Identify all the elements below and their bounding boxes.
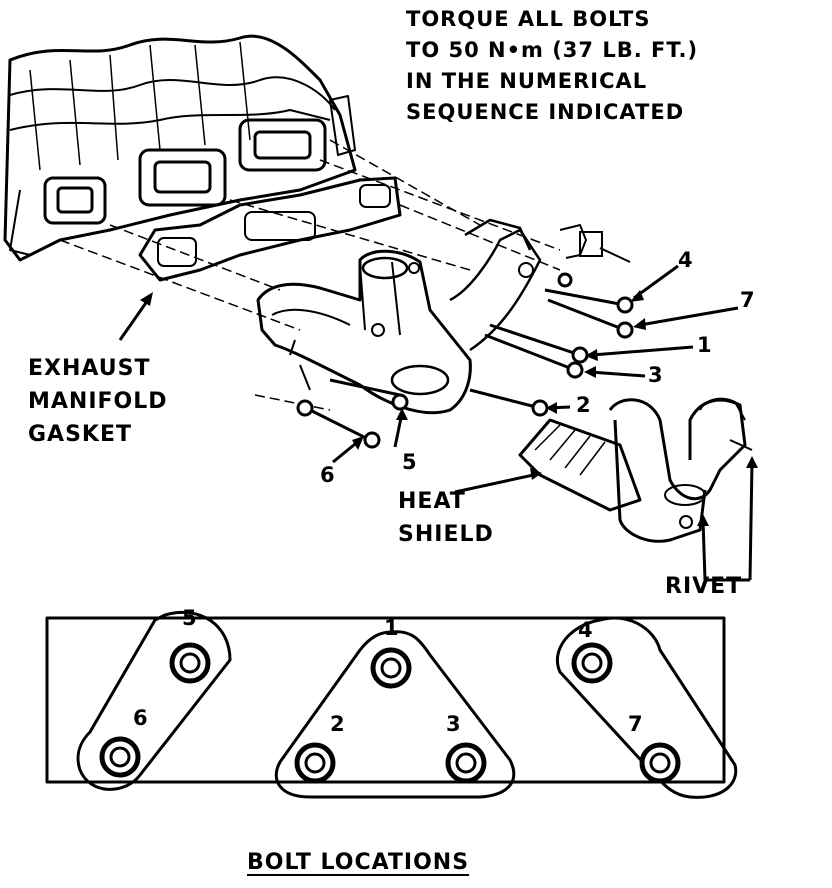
bolt-location-number-3: 3 — [446, 712, 462, 736]
callout-4: 4 — [678, 248, 694, 272]
bolt-location-number-6: 6 — [133, 706, 149, 730]
bolt-hole-3 — [445, 742, 487, 784]
heat-shield-label: HEAT SHIELD — [398, 485, 494, 551]
arrowheads — [140, 290, 758, 526]
bolt-location-number-1: 1 — [384, 616, 400, 640]
bolt-location-number-7: 7 — [628, 712, 644, 736]
callout-6: 6 — [320, 463, 336, 487]
bolt-hole-7 — [639, 742, 681, 784]
torque-line-1: TORQUE ALL BOLTS — [406, 7, 651, 31]
exhaust-manifold — [256, 218, 542, 415]
bolt-flange-center — [274, 630, 516, 799]
bolt-hole-6 — [99, 736, 141, 778]
exhaust-manifold-gasket-label: EXHAUST MANIFOLD GASKET — [28, 352, 168, 451]
heat-shield — [518, 397, 753, 543]
heat-label-line-1: HEAT — [398, 489, 466, 514]
callout-7: 7 — [740, 288, 756, 312]
bolt-hole-4 — [571, 642, 613, 684]
bolt-flange-left — [76, 610, 232, 791]
bolt-location-number-4: 4 — [578, 618, 594, 642]
exhaust-label-line-1: EXHAUST — [28, 356, 151, 381]
heat-label-line-2: SHIELD — [398, 522, 494, 547]
callout-2: 2 — [576, 393, 592, 417]
bolt-hole-5 — [169, 642, 211, 684]
torque-instruction-note: TORQUE ALL BOLTS TO 50 N•m (37 LB. FT.) … — [406, 4, 698, 128]
callout-3: 3 — [648, 363, 664, 387]
torque-line-3: IN THE NUMERICAL — [406, 69, 648, 93]
rivet-label: RIVET — [665, 574, 743, 599]
bolt-locations-frame — [45, 616, 726, 784]
torque-line-4: SEQUENCE INDICATED — [406, 100, 685, 124]
bolt-flange-right — [555, 616, 738, 799]
bolt-location-number-5: 5 — [182, 606, 198, 630]
callout-5: 5 — [402, 450, 418, 474]
torque-line-2: TO 50 N•m (37 LB. FT.) — [406, 38, 699, 62]
bolt-holes — [99, 642, 681, 784]
bolt-hole-2 — [294, 742, 336, 784]
bolt-locations-diagram — [45, 610, 738, 799]
bolt-location-number-2: 2 — [330, 712, 346, 736]
bolts — [296, 272, 634, 449]
bracket — [559, 223, 631, 263]
exhaust-manifold-gasket — [138, 176, 402, 282]
callout-1: 1 — [697, 333, 713, 357]
exhaust-label-line-2: MANIFOLD — [28, 389, 168, 414]
bolt-locations-title: BOLT LOCATIONS — [247, 850, 470, 875]
bolt-hole-1 — [370, 647, 412, 689]
exhaust-label-line-3: GASKET — [28, 422, 133, 447]
